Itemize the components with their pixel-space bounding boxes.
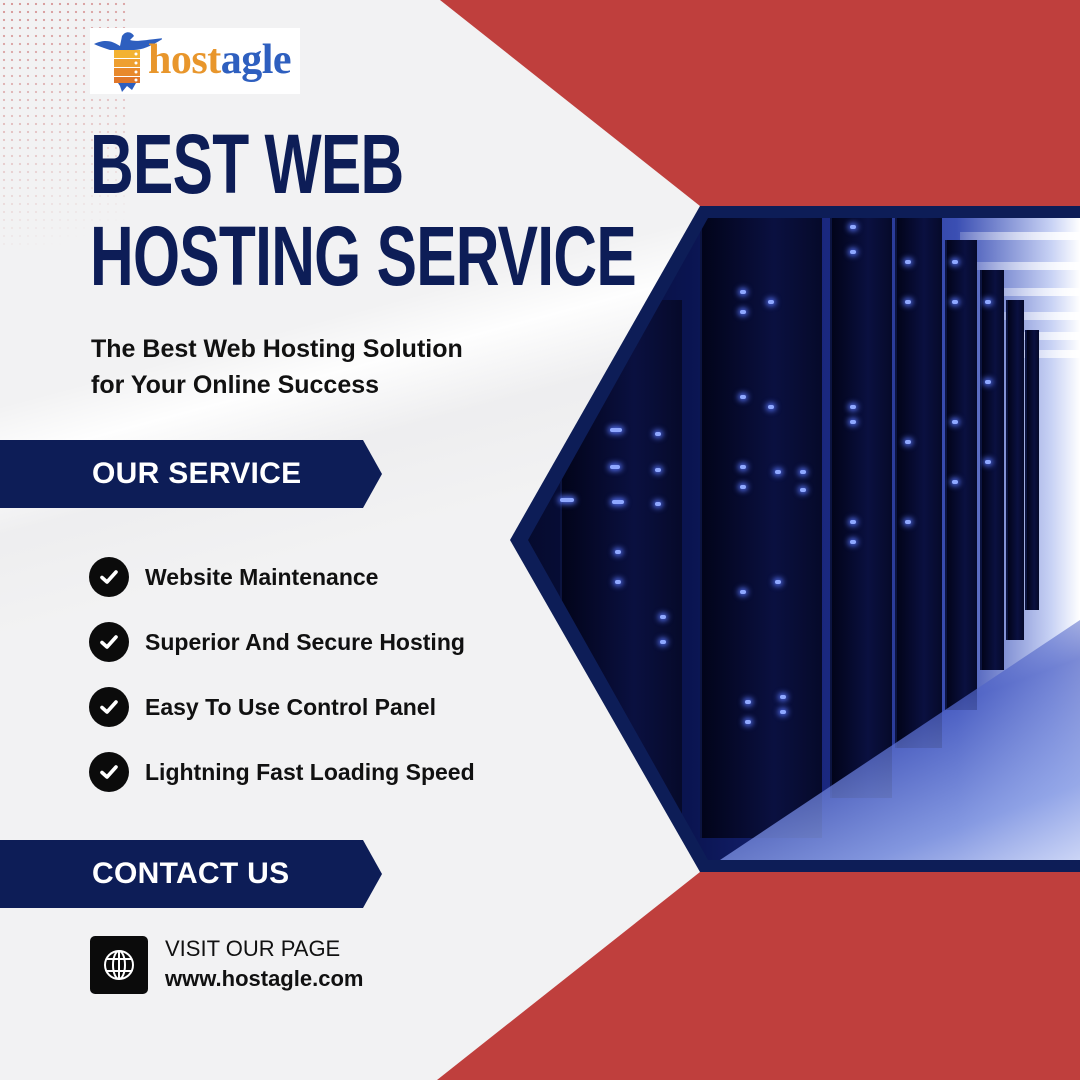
services-list: Website Maintenance Superior And Secure … (89, 557, 475, 817)
server-led (655, 432, 661, 436)
server-rack (895, 218, 942, 748)
server-led (905, 260, 911, 264)
server-led (655, 468, 661, 472)
ceiling-light (960, 232, 1080, 240)
server-led (800, 488, 806, 492)
server-led (745, 700, 751, 704)
service-label: Website Maintenance (145, 564, 379, 590)
server-led (952, 300, 958, 304)
contact-us-banner: CONTACT US (0, 840, 382, 908)
server-led (905, 300, 911, 304)
red-corner-bottom (437, 872, 1080, 1080)
server-led (560, 498, 574, 502)
website-link[interactable]: www.hostagle.com (165, 966, 364, 991)
server-led (740, 465, 746, 469)
server-led (850, 420, 856, 424)
server-led (800, 470, 806, 474)
list-item: Lightning Fast Loading Speed (89, 752, 475, 817)
server-led (660, 615, 666, 619)
server-led (780, 710, 786, 714)
server-led (985, 300, 991, 304)
ceiling-light (1000, 312, 1080, 320)
server-led (615, 550, 621, 554)
ceiling-light (1016, 350, 1080, 358)
server-led (740, 290, 746, 294)
server-led (775, 580, 781, 584)
server-led (610, 428, 622, 432)
ceiling-light (975, 262, 1080, 270)
server-led (780, 695, 786, 699)
server-rack (1025, 330, 1039, 610)
server-led (985, 460, 991, 464)
server-rack (1006, 300, 1024, 640)
page-title: BEST WEB HOSTING SERVICE (90, 117, 637, 303)
server-led (615, 580, 621, 584)
globe-icon (90, 936, 148, 994)
server-rack (830, 218, 892, 798)
eagle-server-icon (94, 32, 162, 92)
list-item: Easy To Use Control Panel (89, 687, 475, 752)
subtitle: The Best Web Hosting Solution for Your O… (91, 331, 463, 403)
our-service-label: OUR SERVICE (92, 457, 302, 490)
server-led (905, 440, 911, 444)
server-led (612, 500, 624, 504)
logo-text-host: host (148, 37, 221, 83)
subtitle-line-2: for Your Online Success (91, 371, 380, 399)
ceiling-light (990, 288, 1080, 296)
server-led (768, 300, 774, 304)
server-led (660, 640, 666, 644)
server-led (740, 485, 746, 489)
contact-us-label: CONTACT US (92, 857, 290, 890)
brand-wordmark: hostagle (148, 37, 292, 83)
ceiling-light (1008, 332, 1080, 340)
server-led (985, 380, 991, 384)
server-led (740, 310, 746, 314)
server-led (745, 720, 751, 724)
brand-logo: hostagle (90, 28, 300, 94)
service-label: Lightning Fast Loading Speed (145, 759, 475, 785)
check-circle-icon (89, 752, 129, 792)
subtitle-line-1: The Best Web Hosting Solution (91, 335, 463, 363)
server-led (850, 405, 856, 409)
server-led (952, 420, 958, 424)
check-circle-icon (89, 687, 129, 727)
logo-text-agle: agle (220, 37, 292, 83)
title-line-1: BEST WEB (90, 117, 404, 211)
check-circle-icon (89, 557, 129, 597)
server-led (952, 260, 958, 264)
server-led (655, 502, 661, 506)
visit-page-label: VISIT OUR PAGE (165, 936, 341, 961)
server-rack (945, 240, 977, 710)
server-rack (700, 218, 822, 838)
title-line-2: HOSTING SERVICE (90, 209, 637, 303)
list-item: Superior And Secure Hosting (89, 622, 475, 687)
our-service-banner: OUR SERVICE (0, 440, 382, 508)
server-led (768, 405, 774, 409)
server-led (850, 540, 856, 544)
check-circle-icon (89, 622, 129, 662)
server-led (775, 470, 781, 474)
server-led (905, 520, 911, 524)
contact-info: VISIT OUR PAGE www.hostagle.com (165, 934, 363, 994)
server-rack (980, 270, 1004, 670)
server-led (740, 590, 746, 594)
server-led (850, 520, 856, 524)
server-led (850, 250, 856, 254)
list-item: Website Maintenance (89, 557, 475, 622)
server-led (740, 395, 746, 399)
service-label: Easy To Use Control Panel (145, 694, 436, 720)
server-led (952, 480, 958, 484)
service-label: Superior And Secure Hosting (145, 629, 465, 655)
server-led (850, 225, 856, 229)
server-led (610, 465, 620, 469)
red-corner-top (440, 0, 1080, 206)
